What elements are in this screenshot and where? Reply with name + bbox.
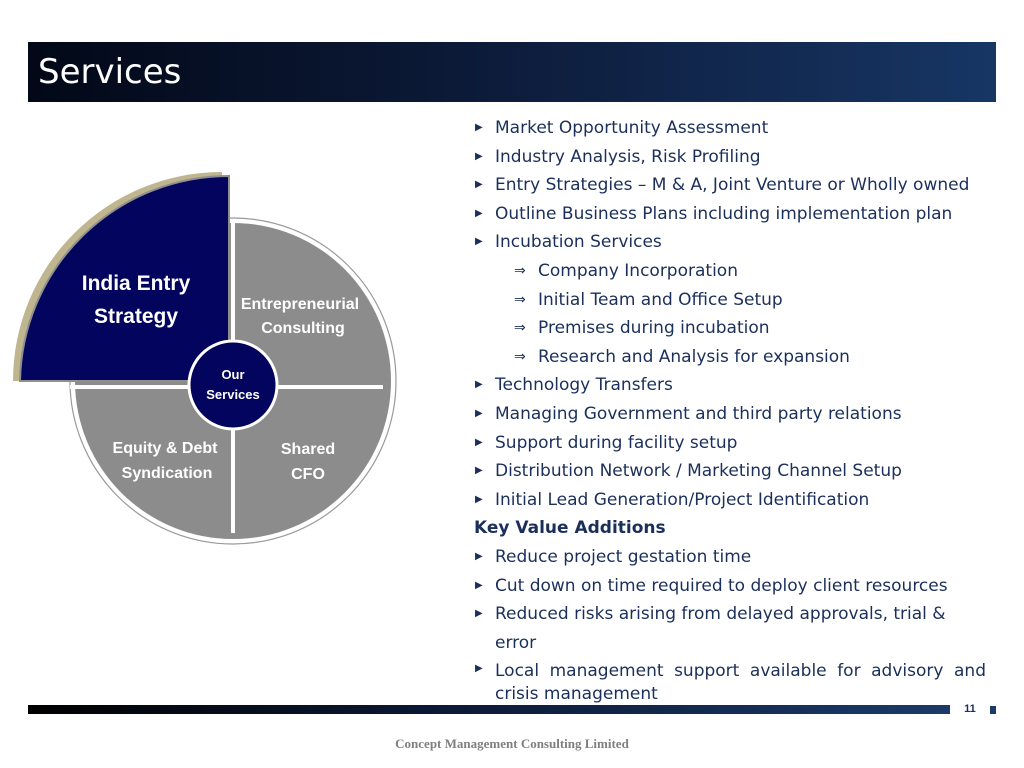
bullet-icon: ▶ <box>475 122 483 133</box>
footer-bar <box>28 705 950 714</box>
q2-label-1: Shared <box>281 441 335 458</box>
list-item: ▶ Incubation Services <box>474 228 986 257</box>
arrow-icon: ⇒ <box>514 320 526 337</box>
item-text: Initial Team and Office Setup <box>538 289 783 310</box>
bullet-icon: ▶ <box>475 436 483 448</box>
footer-company: Concept Management Consulting Limited <box>395 736 629 751</box>
bullet-icon: ▶ <box>475 493 483 505</box>
list-item: ▶ Outline Business Plans including implem… <box>474 200 986 229</box>
bullet-icon: ▶ <box>475 579 483 591</box>
highlight-label-1: India Entry <box>82 272 191 295</box>
key-value-heading: Key Value Additions <box>474 518 666 539</box>
quadrant-equity-debt <box>75 381 233 539</box>
services-list: ▶ Market Opportunity Assessment ▶ Industry… <box>474 114 986 514</box>
list-item: ▶ Cut down on time required to deploy cli… <box>474 572 986 601</box>
quadrant-entrepreneurial <box>233 223 391 381</box>
item-text: Initial Lead Generation/Project Identifi… <box>495 489 870 510</box>
list-item: ▶ Managing Government and third party rel… <box>474 400 986 429</box>
item-text: Reduce project gestation time <box>495 546 752 567</box>
title-bar: Services <box>28 42 996 102</box>
page-number: 11 <box>964 703 976 715</box>
item-text: Outline Business Plans including impleme… <box>495 203 953 224</box>
list-item: ▶ Industry Analysis, Risk Profiling <box>474 143 986 172</box>
quadrant-shared-cfo <box>233 381 391 539</box>
sub-list-item: ⇒ Premises during incubation <box>474 314 986 343</box>
list-item: ▶ Distribution Network / Marketing Channe… <box>474 457 986 486</box>
center-label-1: Our <box>221 367 244 382</box>
arrow-icon: ⇒ <box>514 291 526 308</box>
sub-list-item: ⇒ Research and Analysis for expansion <box>474 343 986 372</box>
bullet-icon: ▶ <box>475 407 483 419</box>
services-diagram: India Entry Strategy Entrepreneurial Con… <box>0 150 420 560</box>
item-text: Technology Transfers <box>495 375 673 396</box>
center-circle <box>187 339 279 431</box>
services-content: ▶ Market Opportunity Assessment ▶ Industry… <box>474 114 986 706</box>
page-marker <box>990 706 996 714</box>
list-item: ▶ Initial Lead Generation/Project Identif… <box>474 486 986 515</box>
bullet-icon: ▶ <box>475 236 483 248</box>
item-text: Support during facility setup <box>495 432 738 453</box>
item-text: Premises during incubation <box>538 318 770 339</box>
sub-list-item: ⇒ Initial Team and Office Setup <box>474 286 986 315</box>
item-text: Entry Strategies – M & A, Joint Venture … <box>495 175 970 196</box>
q3-label-2: Syndication <box>122 465 213 482</box>
item-text: Local management support available for a… <box>495 661 986 705</box>
item-text: Reduced risks arising from delayed appro… <box>495 604 946 653</box>
bullet-icon: ▶ <box>475 608 483 620</box>
slide-title: Services <box>38 52 182 92</box>
bullet-icon: ▶ <box>475 465 483 477</box>
item-text: Managing Government and third party rela… <box>495 403 902 424</box>
bullet-icon: ▶ <box>475 663 483 675</box>
highlight-quadrant <box>18 174 230 382</box>
arrow-icon: ⇒ <box>514 348 526 365</box>
bullet-icon: ▶ <box>475 207 483 219</box>
q2-label-2: CFO <box>291 466 325 483</box>
q1-label-1: Entrepreneurial <box>241 296 359 313</box>
bullet-icon: ▶ <box>475 179 483 191</box>
list-item: ▶ Support during facility setup <box>474 429 986 458</box>
list-item: ▶ Reduced risks arising from delayed appr… <box>474 600 986 657</box>
sub-list-item: ⇒ Company Incorporation <box>474 257 986 286</box>
bullet-icon: ▶ <box>475 550 483 562</box>
item-text: Company Incorporation <box>538 260 738 281</box>
q1-label-2: Consulting <box>261 320 345 337</box>
center-label-2: Services <box>206 387 260 402</box>
key-value-list: ▶ Reduce project gestation time ▶ Cut down… <box>474 543 986 706</box>
list-item: ▶ Market Opportunity Assessment <box>474 114 986 143</box>
arrow-icon: ⇒ <box>514 262 526 279</box>
item-text: Distribution Network / Marketing Channel… <box>495 461 902 482</box>
list-item: ▶ Technology Transfers <box>474 371 986 400</box>
highlight-label-2: Strategy <box>94 305 178 328</box>
q3-label-1: Equity & Debt <box>113 440 219 457</box>
item-text: Incubation Services <box>495 232 662 253</box>
bullet-icon: ▶ <box>475 150 483 162</box>
item-text: Industry Analysis, Risk Profiling <box>495 146 761 167</box>
list-item: ▶ Entry Strategies – M & A, Joint Venture… <box>474 171 986 200</box>
item-text: Cut down on time required to deploy clie… <box>495 575 948 596</box>
list-item: ▶ Local management support available for … <box>474 657 986 706</box>
item-text: Research and Analysis for expansion <box>538 346 850 367</box>
bullet-icon: ▶ <box>475 379 483 391</box>
item-text: Market Opportunity Assessment <box>495 118 769 138</box>
list-item: ▶ Reduce project gestation time <box>474 543 986 572</box>
